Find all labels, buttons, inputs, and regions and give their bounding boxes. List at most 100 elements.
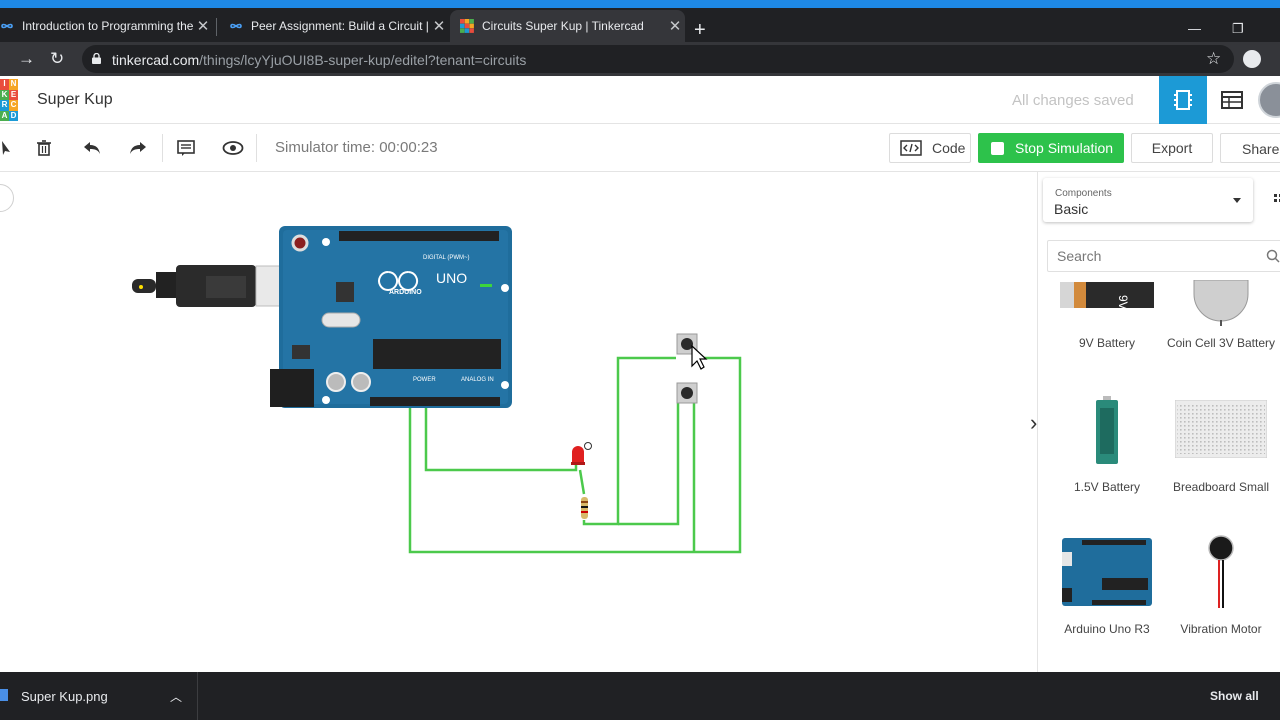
minimize-icon[interactable]: — <box>1188 21 1201 36</box>
profile-icon[interactable] <box>1243 50 1261 68</box>
image-file-icon <box>0 689 8 701</box>
tab-divider <box>216 18 217 36</box>
component-name: Vibration Motor <box>1180 622 1262 636</box>
resistor[interactable] <box>581 497 588 519</box>
wire-led-resistor[interactable] <box>578 469 586 495</box>
browser-tab-bar: Introduction to Programming the ✕ Peer A… <box>0 8 1280 42</box>
user-avatar[interactable] <box>1258 82 1280 118</box>
component-vibration-motor[interactable]: Vibration Motor <box>1166 534 1276 638</box>
code-button-label: Code <box>932 140 966 156</box>
coursera-infinity-icon <box>230 23 242 29</box>
board-label-digital: DIGITAL (PWM~) <box>423 255 470 261</box>
component-name: 9V Battery <box>1078 336 1136 350</box>
component-1-5v-battery[interactable]: 1.5V Battery <box>1052 396 1162 494</box>
reload-icon[interactable]: ↻ <box>50 49 65 68</box>
components-panel: Components Basic 9V 9V Battery Coi <box>1037 172 1280 672</box>
save-status: All changes saved <box>1012 92 1134 109</box>
address-bar[interactable]: tinkercad.com/things/lcyYjuOUI8B-super-k… <box>82 45 1234 73</box>
code-button[interactable]: Code <box>889 133 971 163</box>
design-title[interactable]: Super Kup <box>37 91 113 108</box>
wire-resistor-to-button[interactable] <box>582 356 676 526</box>
circuit-canvas[interactable]: ARDUINO UNO DIGITAL (PWM~) POWER ANALOG … <box>0 172 1037 672</box>
component-list-button[interactable] <box>1208 76 1256 124</box>
component-9v-battery[interactable]: 9V 9V Battery <box>1052 280 1162 352</box>
search-input[interactable] <box>1057 248 1257 264</box>
browser-tab[interactable]: Peer Assignment: Build a Circuit | ✕ <box>219 10 449 42</box>
share-button[interactable]: Share <box>1220 133 1280 163</box>
9v-battery-icon: 9V <box>1060 282 1154 310</box>
toolbar-divider <box>256 134 257 162</box>
components-dropdown-value: Basic <box>1054 201 1089 217</box>
board-label-arduino: ARDUINO <box>389 289 422 296</box>
browser-tab[interactable]: Introduction to Programming the ✕ <box>0 10 213 42</box>
new-tab-button[interactable]: + <box>694 19 706 41</box>
chevron-up-icon[interactable]: ︿ <box>170 690 183 704</box>
forward-arrow-icon[interactable]: → <box>18 49 35 68</box>
component-name: Breadboard Small <box>1172 480 1270 494</box>
bookmark-star-icon[interactable]: ☆ <box>1206 49 1222 68</box>
circuit-drawing: ARDUINO UNO DIGITAL (PWM~) POWER ANALOG … <box>132 226 742 554</box>
restore-icon[interactable]: ❐ <box>1232 21 1244 36</box>
stop-square-icon <box>991 141 1004 155</box>
lock-icon <box>92 53 101 64</box>
component-breadboard-small[interactable]: Breadboard Small <box>1166 399 1276 494</box>
wires <box>408 356 742 554</box>
search-icon <box>1266 249 1280 263</box>
aa-battery-icon <box>1096 396 1118 464</box>
select-tool-icon[interactable] <box>0 136 16 160</box>
close-tab-icon[interactable]: ✕ <box>432 18 446 35</box>
code-icon <box>900 140 922 156</box>
mouse-cursor <box>691 344 708 370</box>
arduino-uno-board[interactable]: ARDUINO UNO DIGITAL (PWM~) POWER ANALOG … <box>270 226 512 408</box>
redo-icon[interactable] <box>126 136 150 160</box>
board-label-uno: UNO <box>436 270 467 286</box>
url-text: tinkercad.com/things/lcyYjuOUI8B-super-k… <box>112 52 527 68</box>
wire-gnd-to-button[interactable] <box>408 356 742 554</box>
panel-collapse-arrow-icon[interactable]: › <box>1030 410 1037 435</box>
download-file-name: Super Kup.png <box>21 689 108 704</box>
pushbutton-2[interactable] <box>676 382 698 404</box>
circuit-view-button[interactable] <box>1159 76 1207 124</box>
list-view-icon <box>1221 91 1243 109</box>
tinkercad-logo[interactable]: I N K E R C A D <box>0 79 18 121</box>
wire-button-lower[interactable] <box>618 392 680 526</box>
top-accent-strip <box>0 0 1280 8</box>
stop-simulation-button[interactable]: Stop Simulation <box>978 133 1124 163</box>
notes-icon[interactable] <box>174 136 198 160</box>
component-arduino-uno-r3[interactable]: Arduino Uno R3 <box>1052 538 1162 638</box>
simulator-time: Simulator time: 00:00:23 <box>275 139 438 156</box>
coin-cell-icon <box>1193 279 1249 326</box>
coursera-infinity-icon <box>1 23 13 29</box>
circuit-view-icon <box>1174 90 1192 110</box>
grid-view-icon[interactable] <box>1274 194 1280 206</box>
component-search-field[interactable] <box>1047 240 1280 272</box>
component-name: 1.5V Battery <box>1073 480 1141 494</box>
export-button[interactable]: Export <box>1131 133 1213 163</box>
vibration-motor-icon <box>1208 535 1234 608</box>
close-tab-icon[interactable]: ✕ <box>668 18 682 35</box>
editor-toolbar: Simulator time: 00:00:23 Code Stop Simul… <box>0 124 1280 172</box>
download-item[interactable]: Super Kup.png ︿ <box>0 672 198 720</box>
battery-label: 9V <box>1116 295 1130 310</box>
tab-title: Circuits Super Kup | Tinkercad <box>482 19 644 33</box>
component-coin-cell-battery[interactable]: Coin Cell 3V Battery <box>1166 279 1276 364</box>
component-name: Arduino Uno R3 <box>1064 622 1150 636</box>
download-bar: Super Kup.png ︿ Show all <box>0 672 1280 720</box>
red-led[interactable] <box>571 442 592 466</box>
toolbar-divider <box>162 134 163 162</box>
component-name: Coin Cell 3V Battery <box>1166 336 1276 350</box>
tinkercad-favicon-icon <box>460 19 474 33</box>
wire-pin-to-led[interactable] <box>424 402 578 472</box>
components-dropdown[interactable]: Components Basic <box>1043 178 1253 222</box>
browser-toolbar: → ↻ tinkercad.com/things/lcyYjuOUI8B-sup… <box>0 42 1280 76</box>
undo-icon[interactable] <box>80 136 104 160</box>
delete-trash-icon[interactable] <box>32 136 56 160</box>
browser-tab-active[interactable]: Circuits Super Kup | Tinkercad ✕ <box>450 10 685 42</box>
close-tab-icon[interactable]: ✕ <box>196 18 210 35</box>
tab-title: Introduction to Programming the <box>22 19 193 33</box>
visibility-eye-icon[interactable] <box>221 136 245 160</box>
show-all-downloads-button[interactable]: Show all <box>1210 689 1259 703</box>
app-header: I N K E R C A D Super Kup All changes sa… <box>0 76 1280 124</box>
board-label-analog: ANALOG IN <box>461 377 494 383</box>
